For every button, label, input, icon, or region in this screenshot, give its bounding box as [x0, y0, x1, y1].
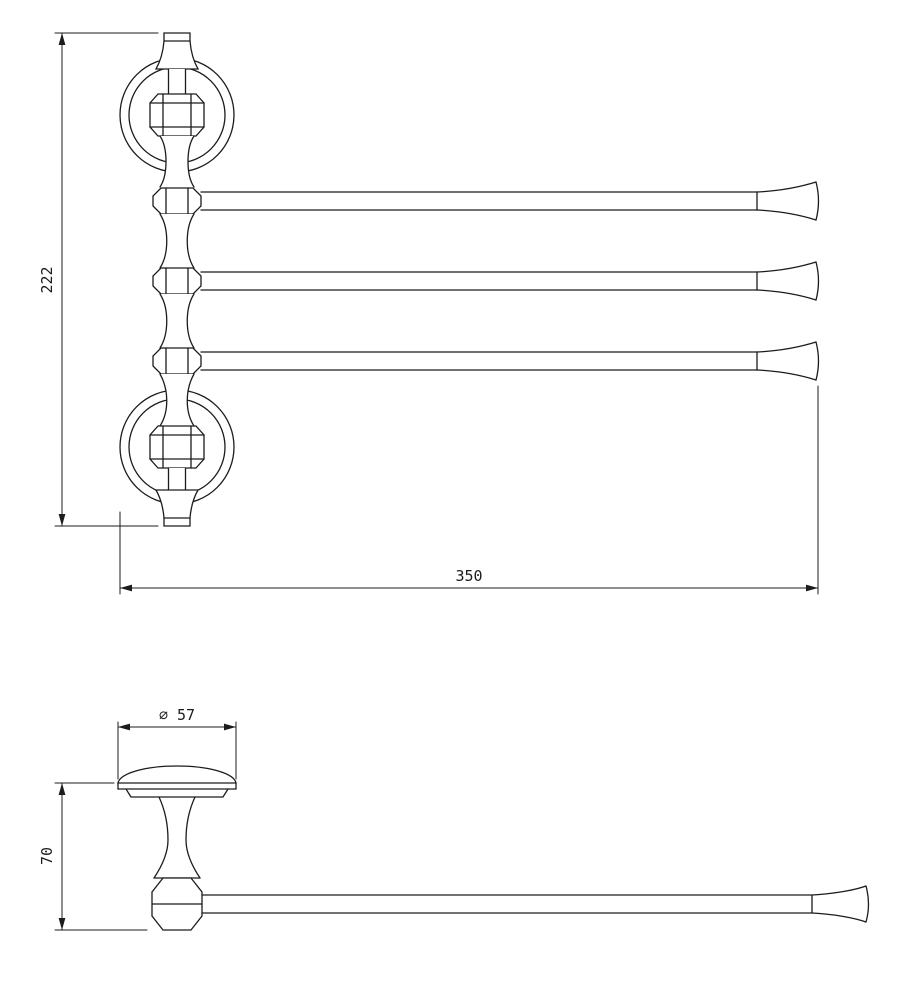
pivot-knob	[151, 877, 203, 931]
arrowhead	[118, 723, 130, 731]
front-view	[119, 32, 820, 527]
towel-arm-1	[200, 181, 820, 221]
plate-base-ring	[125, 788, 229, 798]
post-spacer	[159, 373, 195, 427]
dimension-diameter: ⌀ 57	[117, 706, 237, 780]
arm-end-cap	[815, 181, 820, 221]
post-segment	[168, 69, 186, 94]
towel-arm-side	[201, 885, 870, 923]
arrowhead	[58, 33, 66, 45]
top-finial	[154, 32, 200, 70]
dimension-depth: 70	[38, 782, 148, 931]
arrowhead	[58, 514, 66, 526]
arm-end-cap	[815, 341, 820, 381]
bottom-finial	[154, 489, 200, 527]
arm-flare-bottom	[811, 912, 867, 923]
post-spacer	[159, 213, 195, 269]
wall-plate-profile	[117, 765, 237, 798]
arrowhead	[58, 783, 66, 795]
arm-end-cap	[815, 261, 820, 301]
post-spacer	[159, 293, 195, 349]
dimension-label-height: 222	[38, 266, 56, 293]
dimension-label-depth: 70	[38, 847, 56, 865]
center-post	[149, 32, 205, 527]
dimension-label-diameter: ⌀ 57	[159, 706, 195, 724]
arm-pivot-nut-3	[152, 347, 202, 375]
arm-flare-top	[811, 885, 867, 896]
arm-flare-bottom	[756, 289, 817, 301]
towel-arm-3	[200, 341, 820, 381]
towel-arm-2	[200, 261, 820, 301]
arm-flare-top	[756, 341, 817, 353]
pivot-stem	[153, 796, 201, 879]
arm-end-cap	[865, 885, 870, 923]
mounting-nut-bottom	[149, 425, 205, 469]
side-view	[117, 765, 870, 931]
plate-dome	[117, 765, 237, 784]
dimension-height: 222	[38, 32, 159, 527]
arrowhead	[58, 918, 66, 930]
arm-flare-bottom	[756, 369, 817, 381]
arrowhead	[120, 584, 132, 592]
arm-pivot-nut-1	[152, 187, 202, 215]
arm-flare-top	[756, 181, 817, 193]
post-segment	[168, 468, 186, 490]
mounting-nut-top	[149, 93, 205, 137]
post-spacer	[159, 135, 195, 188]
dimension-width: 350	[119, 385, 819, 595]
dimension-label-width: 350	[455, 567, 482, 585]
arm-flare-top	[756, 261, 817, 273]
arm-pivot-nut-2	[152, 267, 202, 295]
arm-flare-bottom	[756, 209, 817, 221]
arrowhead	[806, 584, 818, 592]
arrowhead	[224, 723, 236, 731]
